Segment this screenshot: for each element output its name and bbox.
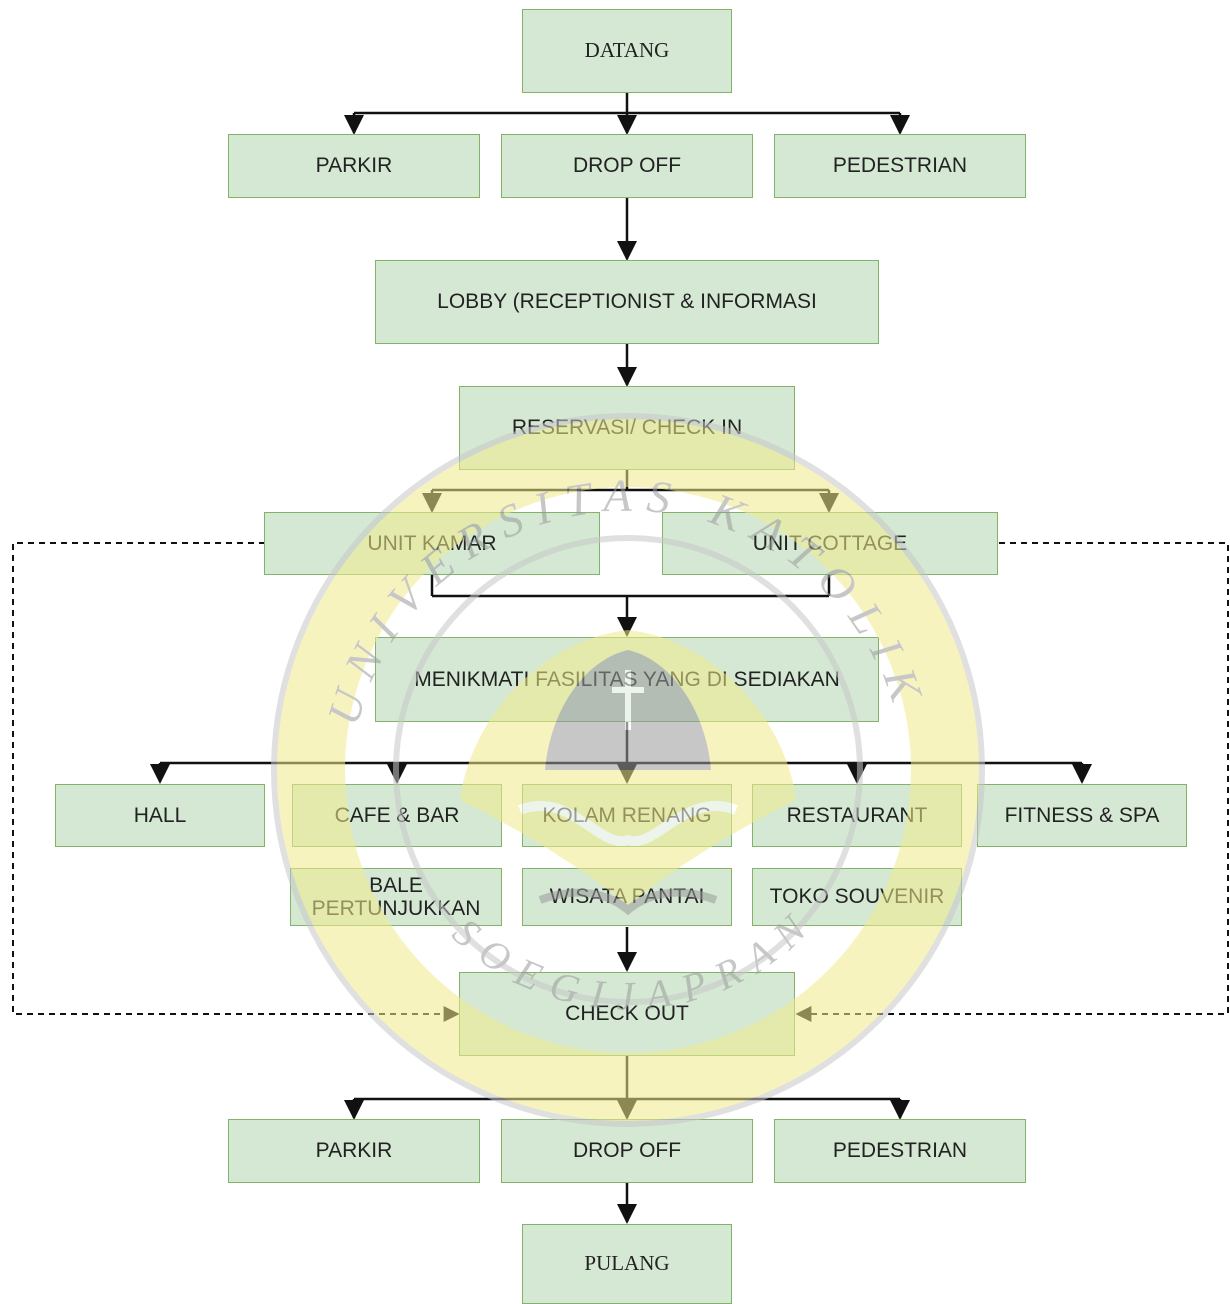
node-menikmati: MENIKMATI FASILITAS YANG DI SEDIAKAN [375, 637, 879, 722]
node-wisata-pantai-label: WISATA PANTAI [549, 885, 705, 909]
node-kolam-renang: KOLAM RENANG [522, 784, 732, 847]
node-pulang-label: PULANG [584, 1251, 670, 1276]
node-fitness-spa: FITNESS & SPA [977, 784, 1187, 847]
node-parkir-out: PARKIR [228, 1119, 480, 1183]
node-unit-kamar: UNIT KAMAR [264, 512, 600, 575]
node-dropoff-out-label: DROP OFF [572, 1139, 682, 1163]
node-parkir-in: PARKIR [228, 134, 480, 198]
node-pedestrian-in-label: PEDESTRIAN [832, 154, 968, 178]
node-unit-cottage: UNIT COTTAGE [662, 512, 998, 575]
node-dropoff-out: DROP OFF [501, 1119, 753, 1183]
node-check-out: CHECK OUT [459, 972, 795, 1056]
node-toko-souvenir-label: TOKO SOUVENIR [769, 885, 945, 909]
node-unit-kamar-label: UNIT KAMAR [367, 531, 497, 555]
node-pulang: PULANG [522, 1224, 732, 1304]
node-hall: HALL [55, 784, 265, 847]
node-datang-label: DATANG [584, 38, 670, 63]
edge-cottage-checkout-dashed [795, 542, 1229, 1022]
edge-kamar-checkout-dashed [12, 542, 460, 1022]
node-datang: DATANG [522, 9, 732, 93]
node-wisata-pantai: WISATA PANTAI [522, 868, 732, 926]
node-dropoff-in-label: DROP OFF [572, 154, 682, 178]
node-reservasi: RESERVASI/ CHECK IN [459, 386, 795, 470]
node-restaurant: RESTAURANT [752, 784, 962, 847]
node-cafe-bar-label: CAFE & BAR [334, 803, 460, 827]
node-parkir-out-label: PARKIR [315, 1139, 393, 1163]
node-bale-label-line1: BALE [369, 873, 423, 897]
node-unit-cottage-label: UNIT COTTAGE [752, 531, 908, 555]
node-restaurant-label: RESTAURANT [786, 803, 928, 827]
node-parkir-in-label: PARKIR [315, 154, 393, 178]
node-fitness-spa-label: FITNESS & SPA [1004, 803, 1160, 827]
node-menikmati-label: MENIKMATI FASILITAS YANG DI SEDIAKAN [414, 667, 840, 691]
node-hall-label: HALL [133, 803, 187, 827]
node-pedestrian-out: PEDESTRIAN [774, 1119, 1026, 1183]
node-toko-souvenir: TOKO SOUVENIR [752, 868, 962, 926]
node-kolam-renang-label: KOLAM RENANG [542, 803, 712, 827]
node-check-out-label: CHECK OUT [565, 1002, 689, 1026]
node-pedestrian-out-label: PEDESTRIAN [832, 1139, 968, 1163]
node-lobby: LOBBY (RECEPTIONIST & INFORMASI [375, 260, 879, 344]
node-lobby-label: LOBBY (RECEPTIONIST & INFORMASI [437, 290, 817, 314]
node-dropoff-in: DROP OFF [501, 134, 753, 198]
node-pedestrian-in: PEDESTRIAN [774, 134, 1026, 198]
node-reservasi-label: RESERVASI/ CHECK IN [511, 416, 743, 440]
node-bale-label-line2: PERTUNJUKKAN [311, 897, 481, 920]
node-cafe-bar: CAFE & BAR [292, 784, 502, 847]
